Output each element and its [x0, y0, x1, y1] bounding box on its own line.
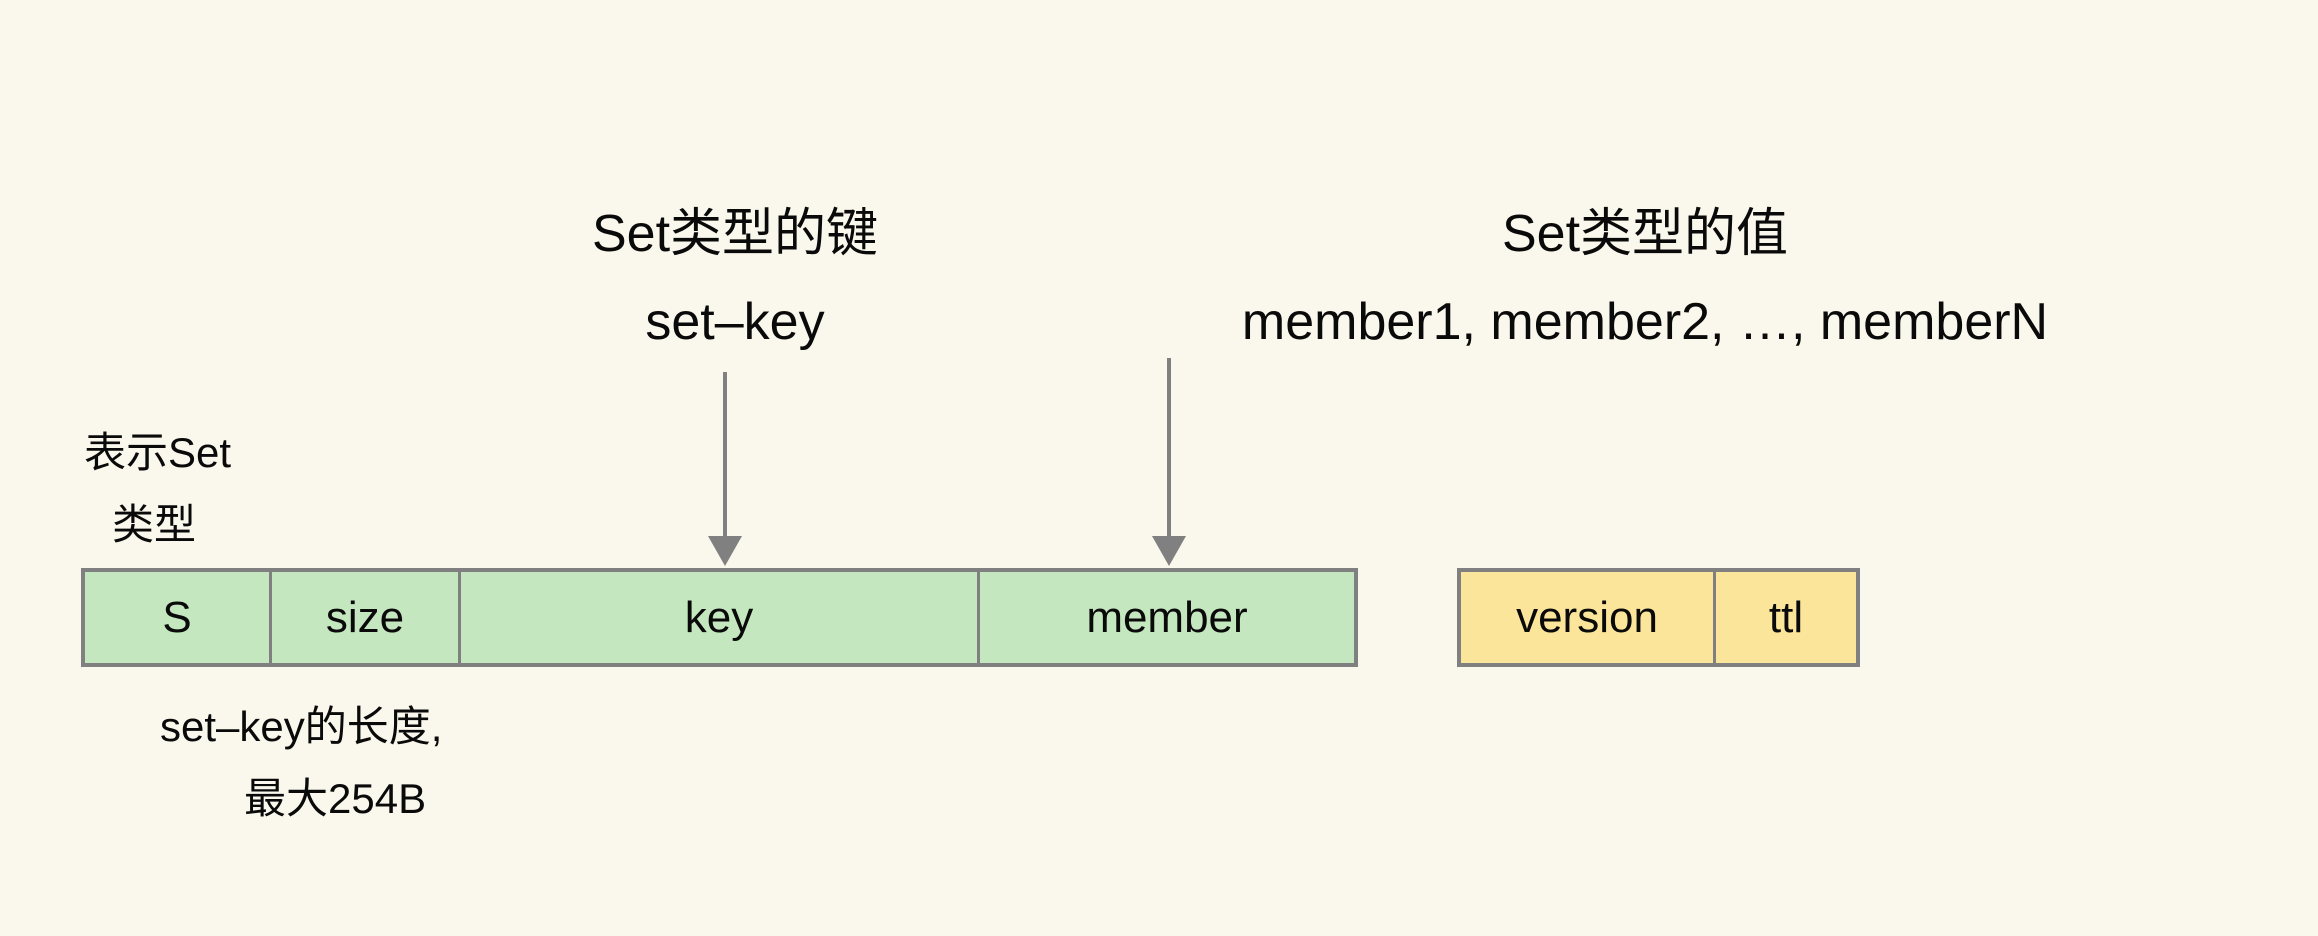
field-cell-member: member — [980, 572, 1354, 663]
field-cell-ttl: ttl — [1716, 572, 1856, 663]
type-marker-annotation-line2: 类型 — [112, 501, 197, 548]
key-callout-detail: set–key — [645, 293, 825, 351]
encoded-key-record: S size key member — [81, 568, 1358, 667]
field-cell-size: size — [272, 572, 461, 663]
key-callout-heading: Set类型的键 — [591, 205, 879, 263]
metadata-record: version ttl — [1457, 568, 1860, 667]
value-callout-detail: member1, member2, …, memberN — [1241, 293, 2049, 351]
field-cell-s: S — [85, 572, 272, 663]
size-note-annotation-line2: 最大254B — [244, 775, 427, 822]
size-note-annotation-line1: set–key的长度, — [160, 703, 443, 750]
type-marker-annotation-line1: 表示Set — [84, 429, 232, 476]
field-cell-version: version — [1461, 572, 1716, 663]
field-cell-key: key — [461, 572, 980, 663]
value-callout-heading: Set类型的值 — [1501, 205, 1789, 263]
